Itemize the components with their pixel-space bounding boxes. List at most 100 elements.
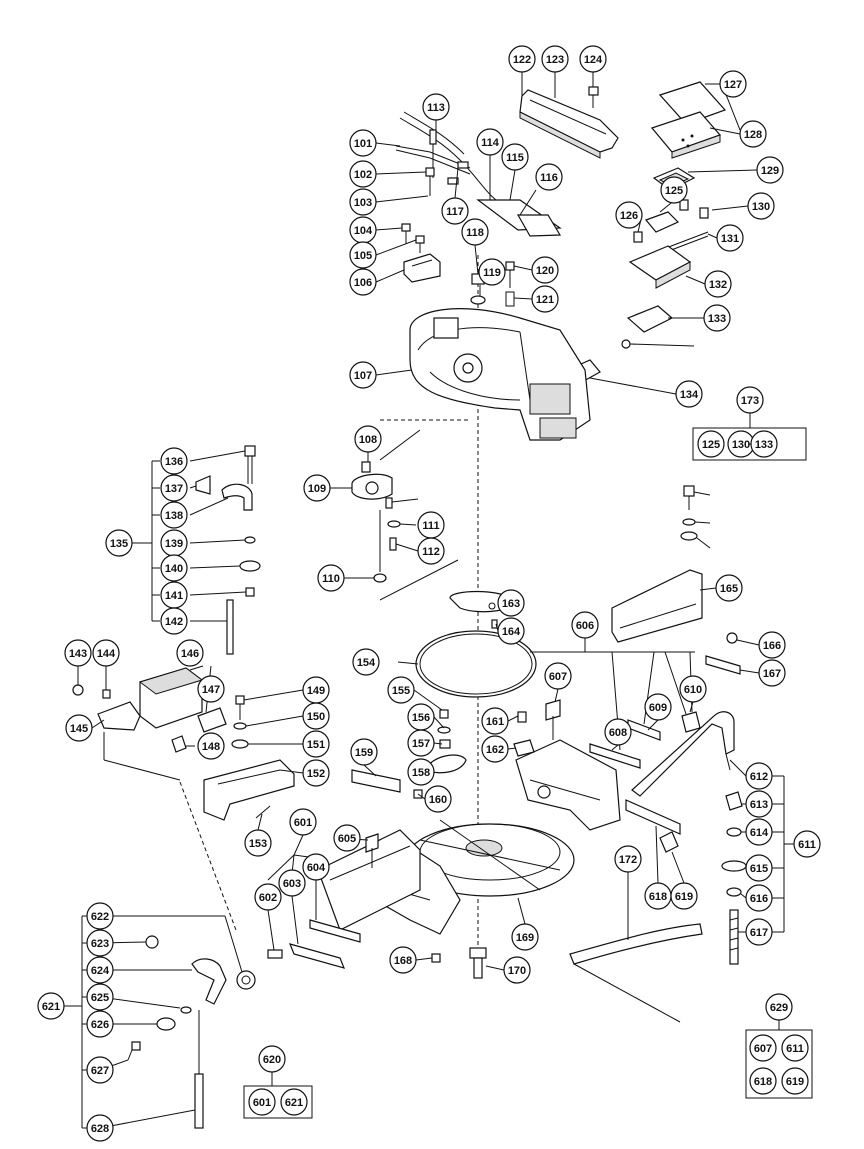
balloon-112-circle bbox=[417, 537, 445, 565]
balloon-626: 626 bbox=[86, 1010, 114, 1038]
balloon-131-label: 131 bbox=[721, 233, 739, 245]
balloon-628: 628 bbox=[86, 1114, 114, 1142]
balloon-123-circle bbox=[541, 45, 569, 73]
balloon-152: 152 bbox=[302, 759, 330, 787]
guide-line bbox=[573, 963, 681, 1023]
balloon-106-circle bbox=[349, 268, 377, 296]
balloon-620-circle bbox=[258, 1045, 286, 1073]
balloon-605-label: 605 bbox=[338, 833, 356, 845]
balloon-124-label: 124 bbox=[584, 54, 603, 66]
kit-629-balloon-618-circle bbox=[749, 1067, 777, 1095]
balloon-114: 114 bbox=[476, 128, 504, 156]
balloon-609: 609 bbox=[644, 693, 672, 721]
balloon-117-label: 117 bbox=[446, 206, 464, 218]
balloon-131-circle bbox=[716, 224, 744, 252]
balloon-136-label: 136 bbox=[165, 456, 183, 468]
balloon-623-label: 623 bbox=[91, 938, 109, 950]
balloon-101: 101 bbox=[349, 129, 377, 157]
fence-165-part bbox=[611, 485, 703, 643]
balloon-626-label: 626 bbox=[91, 1019, 109, 1031]
balloon-610-circle bbox=[679, 675, 707, 703]
balloon-159-circle bbox=[350, 738, 378, 766]
part-613-617-drawing bbox=[721, 791, 747, 965]
balloon-116-label: 116 bbox=[540, 172, 558, 184]
balloon-168-circle bbox=[389, 946, 417, 974]
balloon-109-label: 109 bbox=[308, 483, 326, 495]
balloon-627-label: 627 bbox=[91, 1065, 109, 1077]
balloon-130-label: 130 bbox=[752, 201, 770, 213]
balloon-629-circle bbox=[765, 993, 793, 1021]
balloon-108: 108 bbox=[354, 425, 382, 453]
balloon-629-label: 629 bbox=[770, 1002, 788, 1014]
balloon-101-label: 101 bbox=[354, 138, 372, 150]
balloon-127: 127 bbox=[719, 70, 747, 98]
balloon-163: 163 bbox=[497, 589, 525, 617]
balloon-142-label: 142 bbox=[165, 616, 183, 628]
balloon-170: 170 bbox=[503, 956, 531, 984]
balloon-150-circle bbox=[302, 702, 330, 730]
balloon-606-label: 606 bbox=[576, 620, 594, 632]
balloon-117: 117 bbox=[441, 197, 469, 225]
balloon-120: 120 bbox=[531, 256, 559, 284]
balloon-122-label: 122 bbox=[513, 54, 531, 66]
balloon-113: 113 bbox=[422, 93, 450, 121]
balloon-116: 116 bbox=[535, 163, 563, 191]
balloon-144-circle bbox=[92, 639, 120, 667]
balloon-621-circle bbox=[37, 992, 65, 1020]
balloon-624-label: 624 bbox=[91, 965, 110, 977]
balloon-108-circle bbox=[354, 425, 382, 453]
balloon-110-circle bbox=[317, 564, 345, 592]
balloon-612-circle bbox=[745, 762, 773, 790]
leader-lines bbox=[64, 72, 794, 1129]
balloon-136: 136 bbox=[160, 447, 188, 475]
balloon-613-label: 613 bbox=[750, 799, 768, 811]
balloon-170-circle bbox=[503, 956, 531, 984]
balloon-170-label: 170 bbox=[508, 965, 526, 977]
balloon-616-circle bbox=[745, 884, 773, 912]
balloon-145-label: 145 bbox=[70, 723, 88, 735]
balloon-153-label: 153 bbox=[249, 838, 267, 850]
cover-128-part bbox=[650, 111, 722, 159]
balloon-121-label: 121 bbox=[536, 294, 554, 306]
balloon-622: 622 bbox=[86, 902, 114, 930]
balloon-139-label: 139 bbox=[165, 538, 183, 550]
balloon-105: 105 bbox=[349, 241, 377, 269]
balloon-172-label: 172 bbox=[619, 854, 637, 866]
kit-box-620 bbox=[243, 1085, 313, 1119]
balloon-168-label: 168 bbox=[394, 955, 412, 967]
balloon-129-label: 129 bbox=[761, 165, 779, 177]
balloon-129: 129 bbox=[756, 156, 784, 184]
balloon-146-circle bbox=[176, 639, 204, 667]
balloon-622-circle bbox=[86, 902, 114, 930]
balloon-125: 125 bbox=[660, 176, 688, 204]
balloon-148: 148 bbox=[197, 732, 225, 760]
balloon-610-label: 610 bbox=[684, 684, 702, 696]
balloon-115-label: 115 bbox=[506, 152, 524, 164]
balloon-102: 102 bbox=[349, 160, 377, 188]
balloon-625-label: 625 bbox=[91, 992, 109, 1004]
balloon-618: 618 bbox=[644, 882, 672, 910]
balloon-607-circle bbox=[544, 662, 572, 690]
balloon-134-label: 134 bbox=[680, 389, 699, 401]
bracket-106-part bbox=[403, 253, 441, 283]
balloon-130: 130 bbox=[747, 192, 775, 220]
balloon-146: 146 bbox=[176, 639, 204, 667]
balloon-603-label: 603 bbox=[283, 878, 301, 890]
balloon-110-label: 110 bbox=[322, 573, 340, 585]
part-120-121-drawing bbox=[505, 261, 515, 307]
balloon-127-label: 127 bbox=[724, 79, 742, 91]
balloon-126: 126 bbox=[615, 201, 643, 229]
balloon-157-label: 157 bbox=[412, 738, 430, 750]
balloon-111: 111 bbox=[417, 511, 445, 539]
balloon-109-circle bbox=[303, 474, 331, 502]
balloon-601: 601 bbox=[289, 808, 317, 836]
balloon-155: 155 bbox=[387, 676, 415, 704]
balloon-167-circle bbox=[758, 659, 786, 687]
balloon-109: 109 bbox=[303, 474, 331, 502]
part-618-619-drawing bbox=[625, 799, 681, 853]
balloon-138-label: 138 bbox=[165, 510, 183, 522]
balloon-148-label: 148 bbox=[202, 741, 220, 753]
part-166-167-drawing bbox=[705, 632, 741, 675]
kit-629-balloon-619: 619 bbox=[781, 1067, 809, 1095]
